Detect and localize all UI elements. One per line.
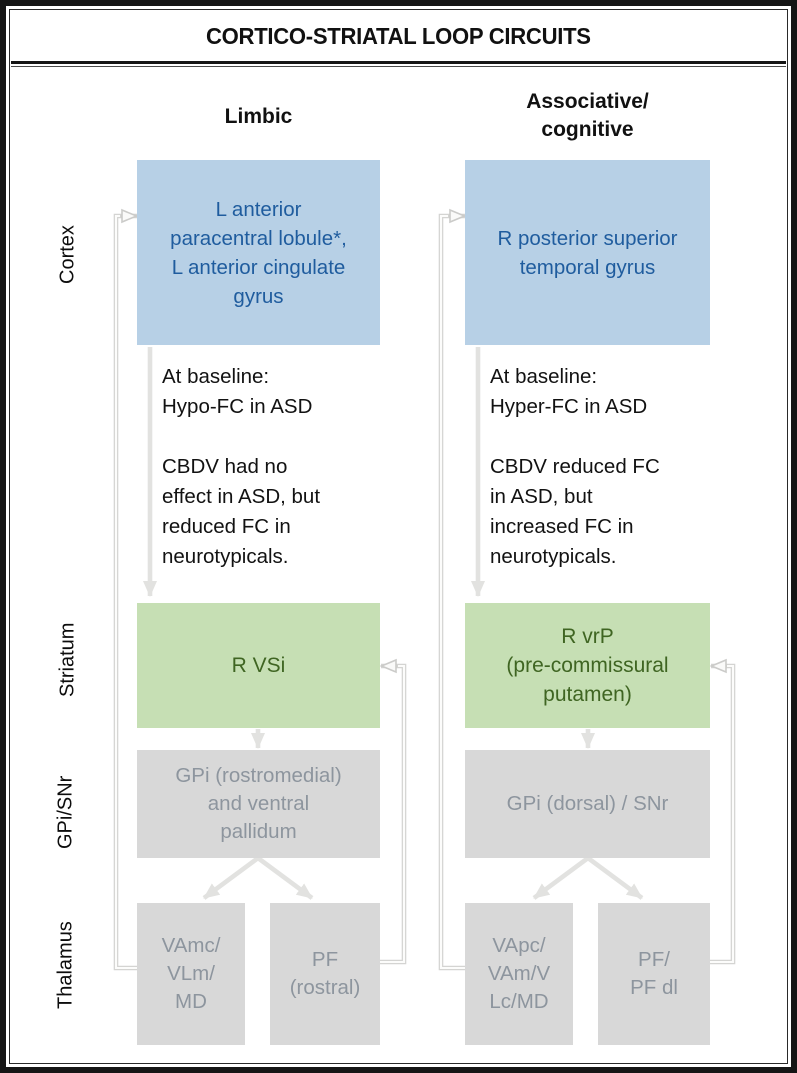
arrow-thalamus-to-striatum-right: [710, 666, 736, 965]
column-header-limbic: Limbic: [224, 105, 293, 128]
row-label-thalamus: Thalamus: [54, 921, 77, 1009]
arrow-gpi-to-thalamus-right-b: [586, 856, 644, 900]
thalamus-box-limbic-1: VAmc/ VLm/ MD: [137, 903, 245, 1045]
cortex-box-associative: R posterior superior temporal gyrus: [465, 160, 710, 345]
cortex-box-limbic: L anterior paracentral lobule*, L anteri…: [137, 160, 380, 345]
arrow-gpi-to-thalamus-left-b: [256, 856, 314, 900]
row-label-cortex: Cortex: [56, 225, 79, 284]
thalamus-box-associative-2: PF/ PF dl: [598, 903, 710, 1045]
column-header-associative-cognitive: Associative/ cognitive: [526, 90, 649, 141]
striatum-box-associative: R vrP (pre-commissural putamen): [465, 603, 710, 728]
row-label-striatum: Striatum: [56, 622, 79, 698]
arrow-thalamus-to-striatum-left: [380, 666, 407, 965]
baseline-note-associative: At baseline: Hyper-FC in ASD: [490, 365, 648, 418]
diagram-title: CORTICO-STRIATAL LOOP CIRCUITS: [206, 22, 591, 49]
thalamus-box-associative-1: VApc/ VAm/V Lc/MD: [465, 903, 573, 1045]
arrow-gpi-to-thalamus-right-a: [532, 856, 590, 900]
arrow-thalamus-to-cortex-left: [113, 216, 137, 971]
arrow-thalamus-to-cortex-right: [438, 216, 465, 971]
title-band: CORTICO-STRIATAL LOOP CIRCUITS: [11, 11, 786, 67]
striatum-box-limbic: R VSi: [137, 603, 380, 728]
gpi-snr-box-associative: GPi (dorsal) / SNr: [465, 750, 710, 858]
gpi-snr-box-limbic: GPi (rostromedial) and ventral pallidum: [137, 750, 380, 858]
arrow-gpi-to-thalamus-left-a: [202, 856, 260, 900]
thalamus-box-limbic-2: PF (rostral): [270, 903, 380, 1045]
baseline-note-limbic: At baseline: Hypo-FC in ASD: [162, 365, 313, 418]
row-label-gpi-snr: GPi/SNr: [54, 775, 77, 850]
cbdv-note-limbic: CBDV had no effect in ASD, but reduced F…: [162, 455, 321, 568]
cbdv-note-associative: CBDV reduced FC in ASD, but increased FC…: [490, 455, 660, 568]
